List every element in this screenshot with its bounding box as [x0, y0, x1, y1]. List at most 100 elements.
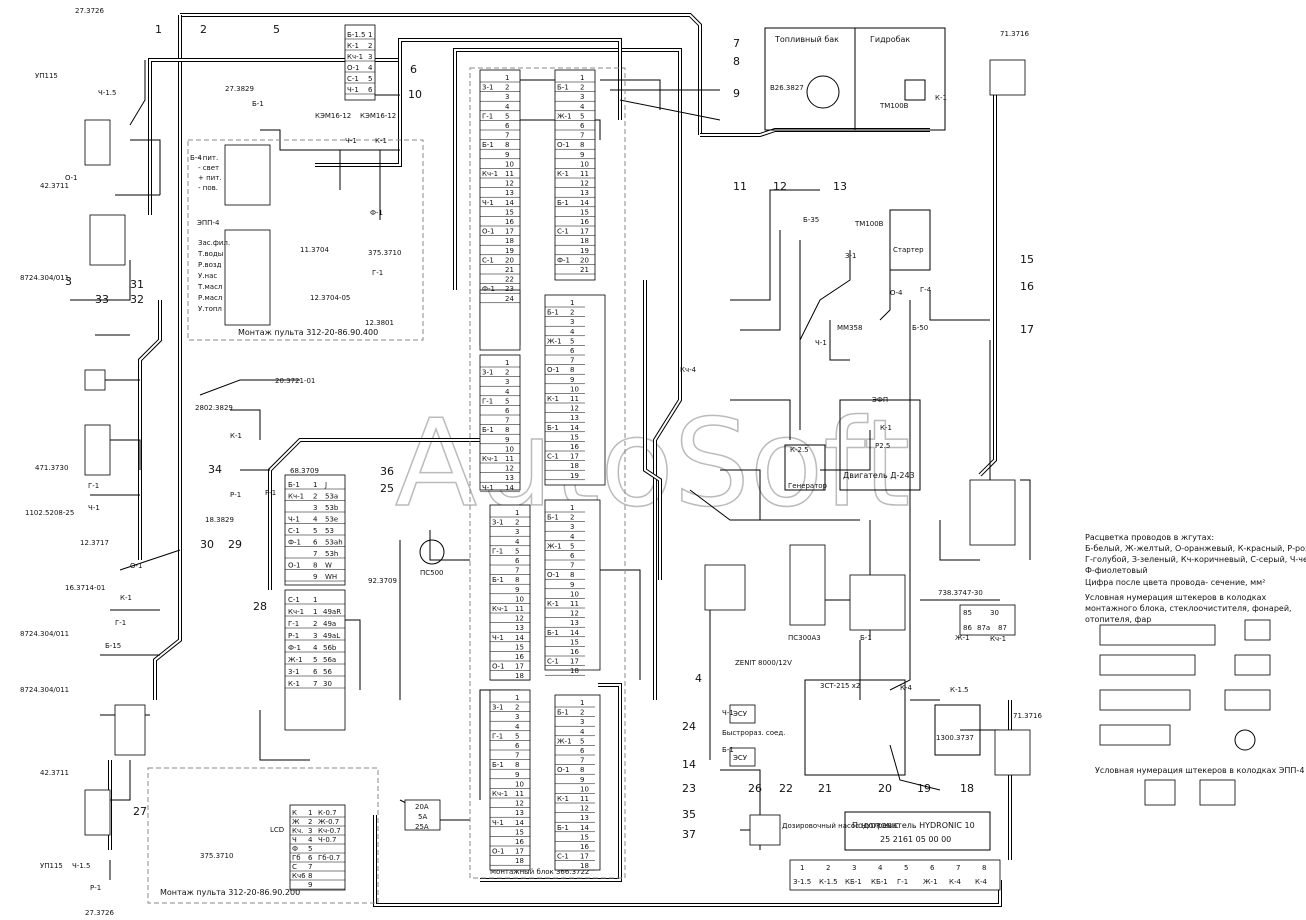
lcd-wire: К [292, 809, 297, 817]
heater-terminal-pin: 6 [930, 864, 935, 872]
block-pin-number: 16 [515, 838, 524, 846]
panel68-term: WH [325, 573, 337, 581]
block-wire-label: Б-1 [547, 424, 559, 432]
comp-8724-mid: 8724.304/011 [20, 630, 69, 638]
connector-top-pin: 1 [368, 31, 372, 39]
block-wire-label: 3-1 [492, 704, 503, 712]
block-pin-number: 15 [515, 828, 524, 836]
wire-label-g1: Г-1 [115, 619, 126, 627]
block-pin-number: 4 [505, 388, 510, 396]
block-pin-number: 1 [580, 699, 584, 707]
heater-terminal-pin: 2 [826, 864, 830, 872]
panellow-wire: Р-1 [288, 632, 299, 640]
panellow-wire: Ж-1 [288, 656, 303, 664]
block-pin-number: 12 [505, 465, 514, 473]
block-pin-number: 9 [505, 151, 509, 159]
block-wire-label: Б-1 [492, 761, 504, 769]
connector-top-wire: О-1 [347, 64, 360, 72]
block-wire-label: Ж-1 [557, 112, 572, 120]
callout-26: 26 [748, 782, 762, 795]
comp-71-3716-top: 71.3716 [1000, 30, 1029, 38]
heater-box [844, 811, 991, 851]
panel68-pin: 7 [313, 550, 317, 558]
block-pin-number: 2 [580, 709, 584, 717]
block-wire-label: С-1 [547, 453, 559, 461]
wire-label-b1: Б-1 [252, 100, 264, 108]
connector-left-3 [114, 704, 146, 756]
zenit-label: ZENIT 8000/12V [735, 659, 792, 667]
lcd-wire: С [292, 863, 297, 871]
block-pin-number: 3 [570, 318, 574, 326]
tm100v-2-label: ТМ100В [854, 220, 884, 228]
block-pin-number: 14 [580, 199, 589, 207]
wire-label-g1: Г-1 [88, 482, 99, 490]
block-pin-number: 2 [505, 84, 509, 92]
mount-block-columns [479, 69, 606, 871]
block-pin-number: 19 [505, 247, 514, 255]
comp-12-3717: 12.3717 [80, 539, 109, 547]
panellow-pin: 1 [313, 596, 317, 604]
esu1-box [729, 704, 756, 724]
callout-17: 17 [1020, 323, 1034, 336]
block-pin-number: 10 [505, 445, 514, 453]
block-pin-number: 6 [505, 122, 510, 130]
block-wire-label: Ж-1 [547, 542, 562, 550]
block-pin-number: 8 [580, 141, 584, 149]
legend-epp-title: Условная нумерация штекеров в колодках Э… [1095, 766, 1304, 775]
comp-16-3714: 16.3714-01 [65, 584, 105, 592]
block-pin-number: 3 [505, 93, 509, 101]
block-pin-number: 16 [570, 648, 579, 656]
legend-numbering-2: отопителя, фар [1085, 615, 1151, 624]
wire-label-b1: Б-1 [860, 634, 872, 642]
block-pin-number: 7 [505, 417, 509, 425]
block-pin-number: 14 [505, 199, 514, 207]
block-pin-number: 12 [515, 615, 524, 623]
fuse-25a: 25А [415, 823, 429, 831]
block-pin-number: 5 [580, 737, 584, 745]
zenit-connector [704, 564, 746, 611]
block-wire-label: Кч-1 [492, 790, 508, 798]
wire-label-ch1: Ч-1 [815, 339, 827, 347]
connector-71-top [989, 59, 1026, 96]
esu1-label: ЭСУ [733, 710, 748, 718]
panel-side-label: У.топл [198, 305, 222, 313]
panel68-pin: 2 [313, 493, 317, 501]
legend-title: Расцветка проводов в жгутах: [1085, 533, 1214, 542]
panel68-term: 53ah [325, 539, 343, 547]
block-pin-number: 6 [515, 742, 520, 750]
block-wire-label: 3-1 [492, 519, 503, 527]
comp-27-3726-top: 27.3726 [75, 7, 104, 15]
block-pin-number: 13 [570, 414, 579, 422]
block-pin-number: 7 [515, 752, 519, 760]
block-pin-number: 3 [515, 528, 519, 536]
comp-1102: 1102.5208-25 [25, 509, 74, 517]
fuse-5a: 5А [418, 813, 427, 821]
block-wire-label: К-1 [557, 170, 569, 178]
block-pin-number: 3 [505, 378, 509, 386]
fuel-sensor-icon [806, 75, 840, 109]
mount-panel-top-label: Монтаж пульта 312-20-86.90.400 [238, 328, 378, 337]
lcd-pin: 6 [308, 854, 313, 862]
panel-top-connector-1 [224, 144, 271, 206]
block-pin-number: 4 [580, 728, 585, 736]
legend-line-4: Цифра после цвета провода- сечение, мм² [1085, 578, 1265, 587]
panellow-pin: 7 [313, 680, 317, 688]
panellow-wire: Ф-1 [288, 644, 301, 652]
callout-10: 10 [408, 88, 422, 101]
comp-471-3730: 471.3730 [35, 464, 68, 472]
callout-37: 37 [682, 828, 696, 841]
block-pin-number: 14 [580, 824, 589, 832]
heater-terminal-pin: 8 [982, 864, 986, 872]
block-pin-number: 15 [570, 638, 579, 646]
block-pin-number: 9 [515, 586, 519, 594]
block-wire-label: Б-1 [492, 576, 504, 584]
panellow-term: 49aR [323, 608, 341, 616]
comp-ksm16-1: КЭМ16-12 [315, 112, 351, 120]
block-pin-number: 1 [505, 74, 509, 82]
block-pin-number: 15 [570, 433, 579, 441]
starter-box [889, 209, 931, 271]
block-pin-number: 2 [570, 309, 574, 317]
block-pin-number: 9 [505, 436, 509, 444]
lcd-pin: 2 [308, 818, 312, 826]
